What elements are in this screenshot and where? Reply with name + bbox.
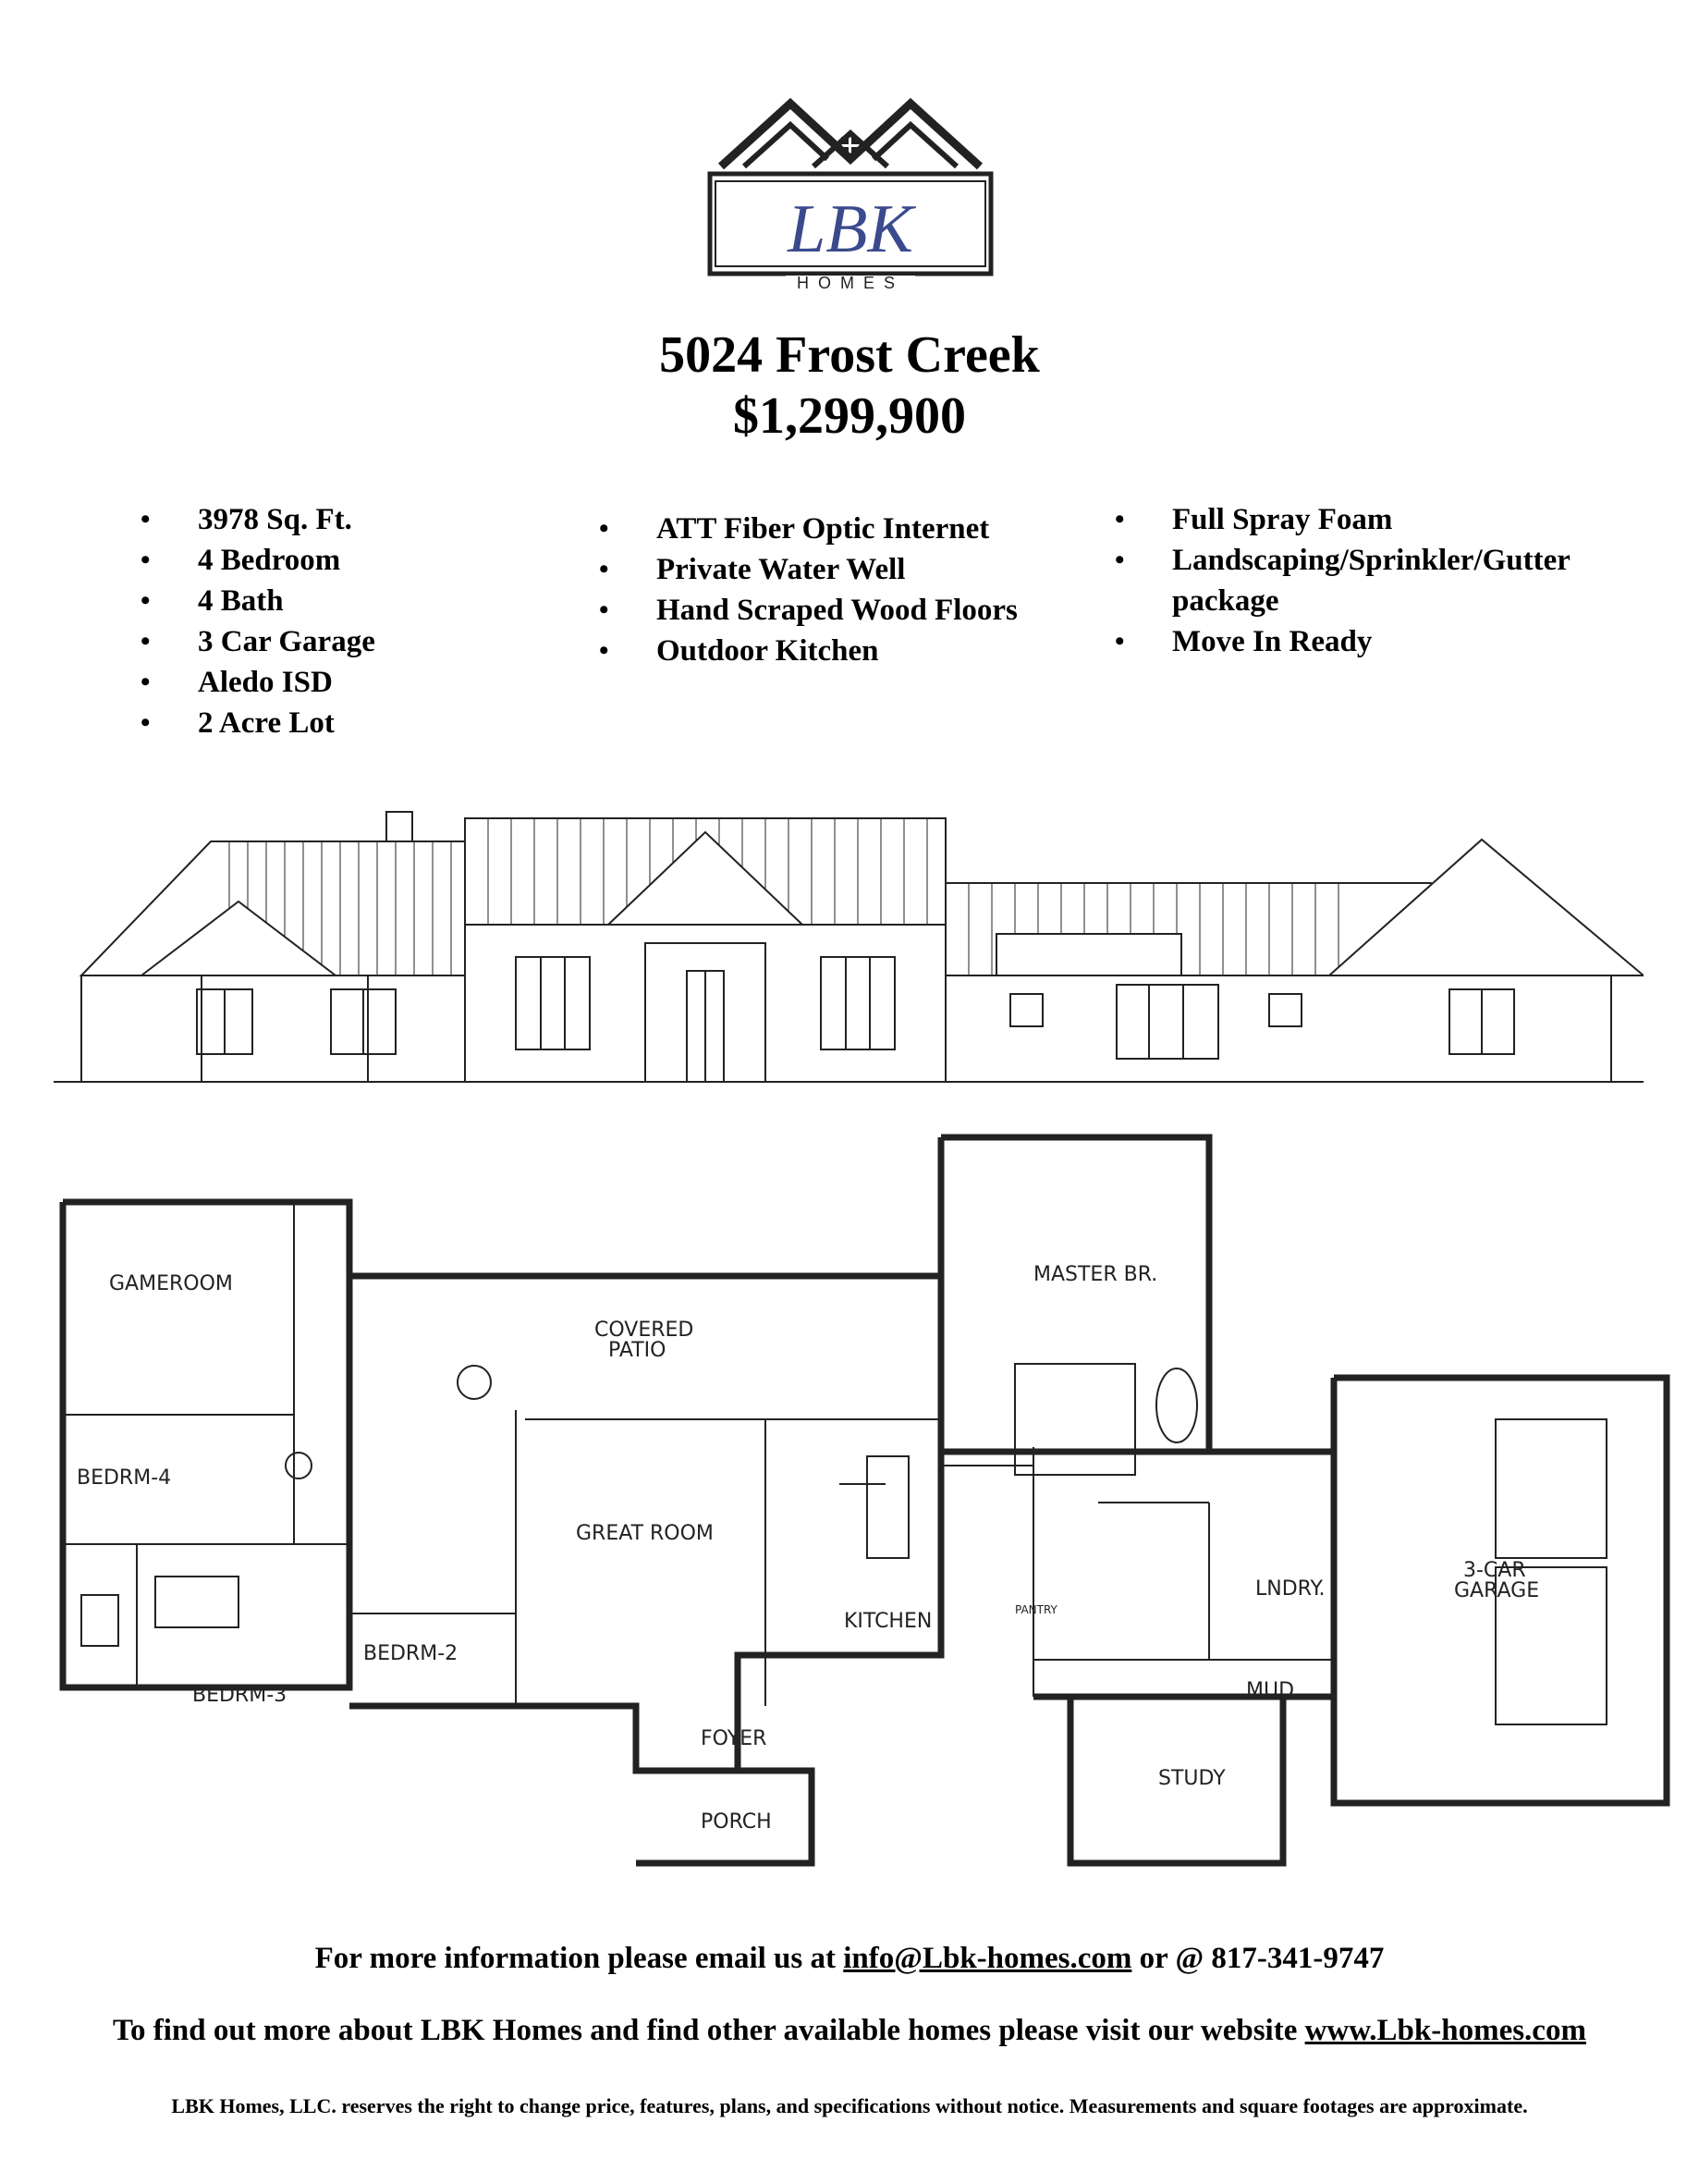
room-label-master: MASTER BR. <box>1033 1263 1157 1286</box>
room-label-study: STUDY <box>1158 1767 1226 1790</box>
room-label-kitchen: KITCHEN <box>844 1610 932 1633</box>
feature-item: 3 Car Garage <box>141 621 375 662</box>
listing-price: $1,299,900 <box>733 387 966 445</box>
room-label-gameroom: GAMEROOM <box>109 1272 233 1295</box>
website-link[interactable]: www.Lbk-homes.com <box>1304 2014 1586 2047</box>
feature-item: Landscaping/Sprinkler/Gutter package <box>1115 540 1625 621</box>
room-label-covered: COVERED <box>594 1319 693 1342</box>
feature-list-2: ATT Fiber Optic Internet Private Water W… <box>599 509 1018 671</box>
floor-plan-drawing: GAMEROOM COVERED PATIO MASTER BR. BEDRM-… <box>59 1134 1670 1867</box>
room-label-porch: PORCH <box>701 1810 772 1834</box>
disclaimer: LBK Homes, LLC. reserves the right to ch… <box>171 2094 1528 2117</box>
contact-mid: or @ <box>1139 1942 1204 1975</box>
feature-item: Hand Scraped Wood Floors <box>599 590 1018 631</box>
feature-item: 3978 Sq. Ft. <box>141 499 375 540</box>
room-label-garage-line2: GARAGE <box>1454 1579 1539 1602</box>
feature-item: Private Water Well <box>599 549 1018 590</box>
email-link[interactable]: info@Lbk-homes.com <box>843 1942 1132 1975</box>
feature-item: 4 Bath <box>141 581 375 621</box>
feature-item: ATT Fiber Optic Internet <box>599 509 1018 549</box>
room-label-great-room: GREAT ROOM <box>576 1522 714 1545</box>
listing-address: 5024 Frost Creek <box>659 326 1040 384</box>
feature-item: 2 Acre Lot <box>141 703 375 743</box>
room-label-foyer: FOYER <box>701 1727 766 1750</box>
room-label-mud: MUD <box>1246 1679 1294 1702</box>
feature-item: Full Spray Foam <box>1115 499 1625 540</box>
logo-subtitle: HOMES <box>797 274 904 291</box>
room-label-pantry: PANTRY <box>1015 1603 1058 1616</box>
room-label-garage-line1: 3-CAR <box>1463 1559 1526 1582</box>
room-label-bedroom-3: BEDRM-3 <box>192 1684 287 1707</box>
contact-prefix: For more information please email us at <box>314 1942 836 1975</box>
room-label-bedroom-4: BEDRM-4 <box>77 1466 171 1490</box>
front-elevation-drawing <box>54 811 1644 1083</box>
feature-item: Aledo ISD <box>141 662 375 703</box>
feature-item: Move In Ready <box>1115 621 1625 662</box>
feature-list-3: Full Spray Foam Landscaping/Sprinkler/Gu… <box>1115 499 1625 662</box>
feature-item: Outdoor Kitchen <box>599 631 1018 671</box>
room-label-bedroom-2: BEDRM-2 <box>363 1642 458 1665</box>
website-prefix: To find out more about LBK Homes and fin… <box>113 2014 1298 2047</box>
feature-item: 4 Bedroom <box>141 540 375 581</box>
logo-monogram: LBK <box>787 191 916 267</box>
feature-list-1: 3978 Sq. Ft. 4 Bedroom 4 Bath 3 Car Gara… <box>141 499 375 743</box>
phone-number[interactable]: 817-341-9747 <box>1211 1942 1385 1975</box>
website-line: To find out more about LBK Homes and fin… <box>0 2014 1699 2048</box>
lbk-homes-logo: LBK HOMES <box>707 97 994 291</box>
room-label-laundry: LNDRY. <box>1255 1577 1326 1601</box>
contact-line: For more information please email us at … <box>0 1942 1699 1976</box>
room-label-patio: PATIO <box>608 1339 666 1362</box>
